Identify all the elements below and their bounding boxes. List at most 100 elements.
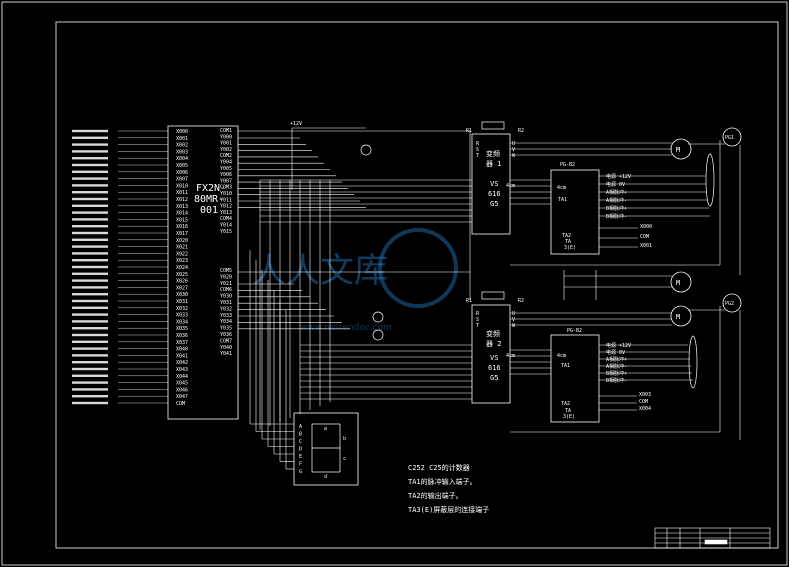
display-input-3: D bbox=[299, 447, 302, 453]
pg-card-2-out-2: COM bbox=[639, 399, 648, 405]
input-device-label-mark bbox=[72, 136, 108, 139]
pg-card-1-ta1: TA1 bbox=[558, 197, 567, 203]
pg_card1-terminal-0: 电源 +12V bbox=[606, 173, 631, 180]
inverter-2-terminal-t: T bbox=[476, 323, 479, 329]
motor-3: M bbox=[670, 305, 692, 327]
pg-card-2-out-3: X004 bbox=[639, 406, 651, 412]
input-device-label-mark bbox=[72, 170, 108, 173]
motor-1-label: M bbox=[676, 146, 680, 154]
input-device-label-mark bbox=[72, 157, 108, 160]
inverter-2-terminal-u: U bbox=[512, 311, 515, 317]
plc-model-line-3: 001 bbox=[200, 205, 218, 216]
plc-output-a-5: Y004 bbox=[220, 160, 232, 166]
inverter-2-4cm: 4cm bbox=[506, 353, 515, 359]
plc-input-32: X040 bbox=[176, 347, 188, 353]
input-device-label-mark bbox=[72, 163, 108, 167]
plc-output-b-8: Y034 bbox=[220, 319, 232, 325]
inverter-1-line-1: 变频 bbox=[486, 149, 500, 158]
pg-card-1-out-1: X000 bbox=[640, 224, 652, 230]
plc-input-27: X033 bbox=[176, 313, 188, 319]
watermark-url: www.renrendoc.com bbox=[300, 323, 392, 333]
inverter-1: R1 R2 变频 器 1 VS 616 G5 R S T U V W 4cm bbox=[466, 121, 524, 235]
inverter-1-r2: R2 bbox=[518, 128, 524, 134]
plc-input-7: X007 bbox=[176, 177, 188, 183]
plc-model-line-1: FX2N- bbox=[196, 183, 226, 194]
pg-card-2-3e: 3(E) bbox=[563, 414, 575, 420]
plc-input-11: X013 bbox=[176, 204, 188, 210]
inverter-2-r1: R1 bbox=[466, 298, 472, 304]
shield-icon bbox=[705, 153, 715, 207]
plc-output-b-13: Y041 bbox=[220, 351, 232, 357]
input-device-label-mark bbox=[72, 327, 108, 330]
plc-input-5: X005 bbox=[176, 163, 188, 169]
input-device-label-mark bbox=[72, 333, 108, 337]
pg_card1-terminal-5: B相脉冲- bbox=[606, 213, 627, 220]
input-device-label-mark bbox=[72, 191, 108, 194]
plc-output-b-4: Y030 bbox=[220, 294, 232, 300]
input-device-label-mark bbox=[72, 367, 108, 371]
pg-card-2-ta1: TA1 bbox=[561, 363, 570, 369]
input-device-label-mark bbox=[72, 272, 108, 275]
plc-output-a-9: COM3 bbox=[220, 185, 232, 191]
motor-2: M bbox=[670, 271, 692, 293]
plc-output-b-10: Y036 bbox=[220, 332, 232, 338]
pg_card1-terminal-4: B相脉冲+ bbox=[606, 205, 627, 212]
input-device-label-mark bbox=[72, 245, 108, 248]
pg-card-1-ta2: TA2 bbox=[562, 233, 571, 239]
plc-output-b-3: COM6 bbox=[220, 287, 232, 293]
input-device-label-mark bbox=[72, 265, 108, 269]
pg_card1-terminal-3: A相脉冲- bbox=[606, 197, 627, 204]
plc-input-36: X044 bbox=[176, 374, 188, 380]
plc-input-19: X023 bbox=[176, 258, 188, 264]
plc-block: FX2N- 80MR- 001 X000X001X002X003X004X005… bbox=[167, 125, 239, 420]
input-device-label-mark bbox=[72, 286, 108, 289]
title-block bbox=[654, 527, 771, 549]
inverter-1-line-2: 器 1 bbox=[486, 160, 501, 168]
plc-input-40: COM bbox=[176, 401, 185, 407]
plc-output-b-9: Y035 bbox=[220, 326, 232, 332]
input-device-label-mark bbox=[72, 340, 108, 343]
plc-output-b-7: Y033 bbox=[220, 313, 232, 319]
pg-card-2-4cm: 4cm bbox=[557, 353, 566, 359]
pg-card-1-name: PG-B2 bbox=[560, 162, 575, 168]
display-input-0: A bbox=[299, 424, 302, 430]
input-device-label-mark bbox=[72, 197, 108, 201]
input-device-label-mark bbox=[72, 381, 108, 384]
plc-input-9: X011 bbox=[176, 190, 188, 196]
motor-2-label: M bbox=[676, 279, 680, 287]
input-device-label-mark bbox=[72, 259, 108, 262]
plc-output-a-14: COM4 bbox=[220, 216, 232, 222]
inverter-1-line-3: VS bbox=[490, 180, 498, 188]
input-device-label-mark bbox=[72, 306, 108, 309]
plc-input-15: X017 bbox=[176, 231, 188, 237]
input-device-label-mark bbox=[72, 388, 108, 391]
plc-input-28: X034 bbox=[176, 319, 188, 325]
plc-input-6: X006 bbox=[176, 170, 188, 176]
plc-input-30: X036 bbox=[176, 333, 188, 339]
plc-output-b-11: COM7 bbox=[220, 338, 232, 344]
motor-1: M bbox=[670, 138, 692, 160]
display-input-4: E bbox=[299, 454, 302, 460]
plc-output-a-6: Y005 bbox=[220, 166, 232, 172]
shield-icon bbox=[688, 335, 698, 389]
note-2: TA1的脉冲输入端子。 bbox=[408, 477, 477, 486]
input-device-label-mark bbox=[72, 225, 108, 228]
pg_card2-terminal-4: B相脉冲+ bbox=[606, 370, 627, 377]
input-switch-column bbox=[72, 129, 168, 405]
plc-input-39: X047 bbox=[176, 394, 188, 400]
pg_card2-terminal-3: A相脉冲- bbox=[606, 363, 627, 370]
supply-label: +12V bbox=[290, 121, 302, 127]
display-input-1: B bbox=[299, 432, 302, 438]
lamp-icon bbox=[372, 311, 384, 323]
encoder-2-label: PG2 bbox=[725, 301, 734, 307]
input-device-label-mark bbox=[72, 395, 108, 398]
inverter-2-terminal-r: R bbox=[476, 311, 480, 317]
inverter-2-terminal-s: S bbox=[476, 317, 479, 323]
inverter-2-line-3: VS bbox=[490, 354, 498, 362]
plc-input-31: X037 bbox=[176, 340, 188, 346]
